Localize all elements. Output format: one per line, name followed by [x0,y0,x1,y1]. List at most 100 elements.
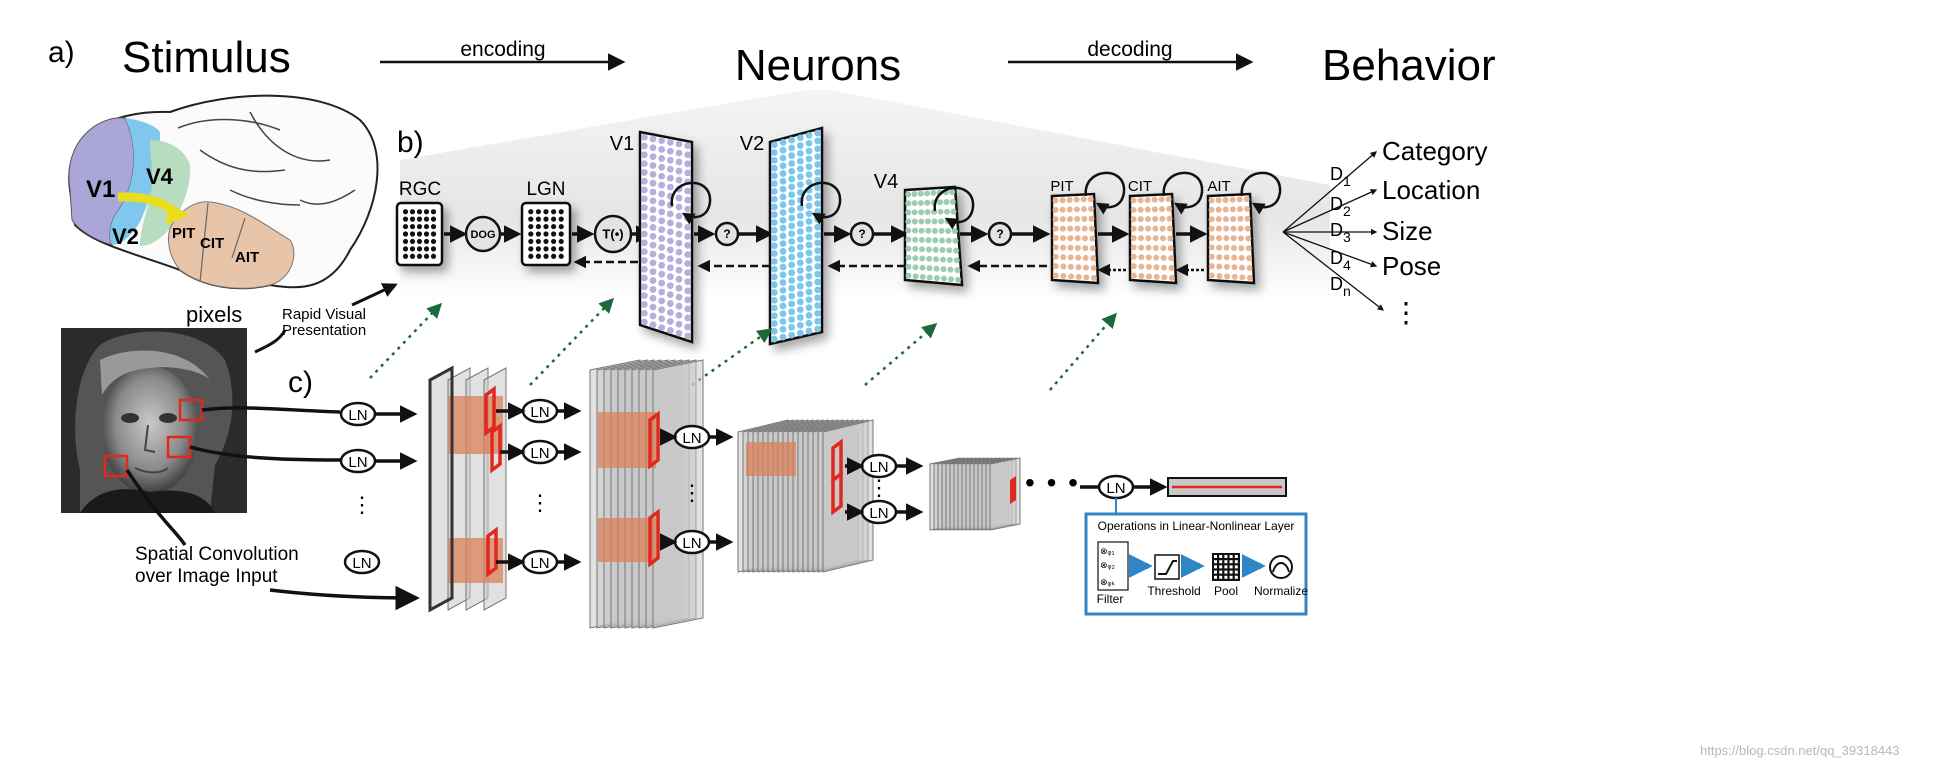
stage-label-cit: CIT [1128,178,1152,195]
brain-label-cit: CIT [200,235,224,252]
cit-panel [1128,192,1178,285]
decoder-lines [1282,151,1385,311]
ln-operations-box: Operations in Linear-Nonlinear Layer ⊗ᵩ₁… [1084,512,1308,616]
layer3-stack [737,419,874,573]
svg-text:?: ? [996,227,1003,241]
brain-label-ait: AIT [235,249,259,266]
ops-title: Operations in Linear-Nonlinear Layer [1098,519,1295,533]
decoder-d4: D4 [1330,248,1351,273]
t-node: T(•) [593,214,633,254]
stage-label-v2: V2 [740,133,764,155]
svg-text:LN: LN [348,454,367,471]
layer3-rf-2 [831,470,843,516]
stage-label-pit: PIT [1050,178,1073,195]
svg-text:LN: LN [530,555,549,572]
ln-l3-vdots: ⋮ [868,475,890,500]
v2-recurrent-loop [800,181,842,225]
svg-text:LN: LN [352,555,371,572]
op-normalize: Normalize [1254,584,1308,598]
svg-text:⊗ᵩ₁: ⊗ᵩ₁ [1100,546,1115,556]
panel-a-label: a) [48,36,75,69]
conv-label-1: Spatial Convolution [135,544,299,565]
output-pose: Pose [1382,251,1441,281]
ln-l1-2: LN [521,439,559,465]
layer1-rf-1 [484,385,496,437]
panel-c-label: c) [288,366,313,399]
op-threshold: Threshold [1147,584,1200,598]
brain-label-v4: V4 [146,164,174,189]
panel-b-label: b) [397,126,424,159]
stage-label-v1: V1 [610,133,634,155]
stage-label-v4: V4 [874,171,898,193]
filter-icon [1097,541,1129,591]
threshold-icon [1154,554,1180,580]
ln-l3-1: LN [860,453,898,479]
layer4-stack [929,457,1021,531]
ln-final: LN [1097,474,1135,500]
svg-text:LN: LN [530,445,549,462]
ln-input-1: LN [339,401,377,427]
svg-text:LN: LN [1106,480,1125,497]
svg-text:LN: LN [869,505,888,522]
decoder-d3: D3 [1330,220,1351,245]
conv-label-2: over Image Input [135,566,278,587]
dog-node: DOG [464,215,502,253]
cit-recurrent-loop [1162,171,1204,215]
brain-label-v2: V2 [112,224,139,249]
unknown-node-1: ? [714,221,740,247]
pit-recurrent-loop [1084,171,1126,215]
svg-text:⊗ᵩ₂: ⊗ᵩ₂ [1100,560,1116,570]
stimulus-photo [61,328,247,513]
decoder-d1: D1 [1330,164,1351,189]
ln-l2-vdots: ⋮ [681,480,703,505]
layer4-rf [1010,476,1016,504]
svg-text:T(•): T(•) [602,227,623,242]
layer1-rf-3 [486,526,498,578]
layer1-rf-2 [490,422,502,474]
output-ellipsis: ⋮ [1392,297,1420,328]
output-size: Size [1382,216,1433,246]
unknown-node-2: ? [849,221,875,247]
more-layers-dots: • • • [1025,467,1080,498]
lgn-grid [520,201,572,267]
stimulus-heading: Stimulus [122,33,291,82]
v4-recurrent-loop [933,186,975,230]
ln-input-2: LN [339,448,377,474]
photo-to-ln-curves [125,406,420,611]
svg-text:LN: LN [682,535,701,552]
brain-label-v1: V1 [86,176,115,203]
encoding-label: encoding [460,38,545,61]
v4-panel [903,185,964,287]
decoding-label: decoding [1087,38,1172,61]
stage-label-lgn: LGN [526,179,565,200]
ln-l2-1: LN [673,424,711,450]
brain-illustration: V1 V4 V2 PIT CIT AIT [68,94,379,290]
decoder-dn: Dn [1330,274,1351,299]
watermark: https://blog.csdn.net/qq_39318443 [1700,743,1900,758]
ln-input-3: LN [343,549,381,575]
layer1-front-edge [428,365,454,613]
v1-recurrent-loop [670,181,712,225]
pixels-label: pixels [186,302,242,327]
v1-panel [638,130,694,344]
green-mapping-arrows [369,297,1117,391]
unknown-node-3: ? [987,221,1013,247]
brain-label-pit: PIT [172,225,195,242]
stage-label-ait: AIT [1207,178,1230,195]
rapid-visual-label-1: Rapid Visual [282,306,366,323]
svg-text:?: ? [723,227,730,241]
ln-l3-2: LN [860,499,898,525]
pool-icon [1212,553,1240,581]
svg-text:?: ? [858,227,865,241]
op-filter: Filter [1097,592,1124,606]
svg-text:DOG: DOG [470,229,495,241]
svg-text:LN: LN [682,430,701,447]
normalize-icon [1269,555,1293,579]
pit-panel [1050,192,1100,285]
rgc-grid [395,201,444,267]
svg-text:LN: LN [348,407,367,424]
ait-panel [1206,192,1256,285]
v2-panel [768,126,824,346]
